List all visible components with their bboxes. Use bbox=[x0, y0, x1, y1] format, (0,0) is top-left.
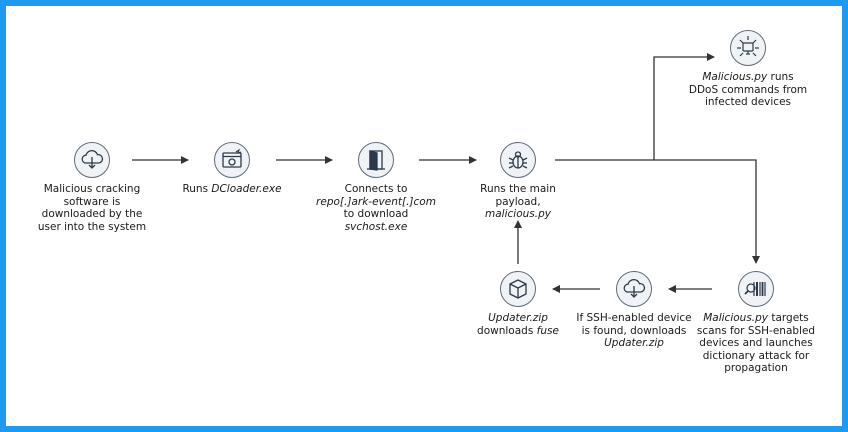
barcode-scan-icon bbox=[738, 271, 774, 307]
node-ddos: Malicious.py runs DDoS commands from inf… bbox=[688, 30, 808, 109]
dcloader-label: Runs DCloader.exe bbox=[182, 183, 282, 195]
flow-arrows bbox=[132, 53, 760, 293]
cloud-download-icon bbox=[616, 271, 652, 307]
cracking-label: Malicious cracking software is downloade… bbox=[37, 183, 147, 233]
node-cracking-software: Malicious cracking software is downloade… bbox=[32, 142, 152, 233]
browser-window-icon bbox=[214, 142, 250, 178]
arrow-payload-to-ddos bbox=[555, 53, 715, 161]
node-ssh: If SSH-enabled device is found, download… bbox=[574, 271, 694, 350]
door-icon bbox=[358, 142, 394, 178]
payload-label: Runs the main payload,malicious.py bbox=[480, 183, 556, 220]
ddos-label: Malicious.py runs DDoS commands from inf… bbox=[688, 71, 808, 108]
arrow-payload-to-scan bbox=[654, 159, 760, 264]
diagram-canvas: Malicious cracking software is downloade… bbox=[6, 6, 842, 426]
monitor-network-icon bbox=[730, 30, 766, 66]
bug-icon bbox=[500, 142, 536, 178]
cloud-download-icon bbox=[74, 142, 110, 178]
ssh-label: If SSH-enabled device is found, download… bbox=[576, 312, 692, 349]
node-scan: Malicious.py targets scans for SSH-enabl… bbox=[696, 271, 816, 375]
package-box-icon bbox=[500, 271, 536, 307]
scan-label: Malicious.py targets scans for SSH-enabl… bbox=[696, 312, 816, 374]
node-payload: Runs the main payload,malicious.py bbox=[458, 142, 578, 221]
node-dcloader: Runs DCloader.exe bbox=[172, 142, 292, 196]
